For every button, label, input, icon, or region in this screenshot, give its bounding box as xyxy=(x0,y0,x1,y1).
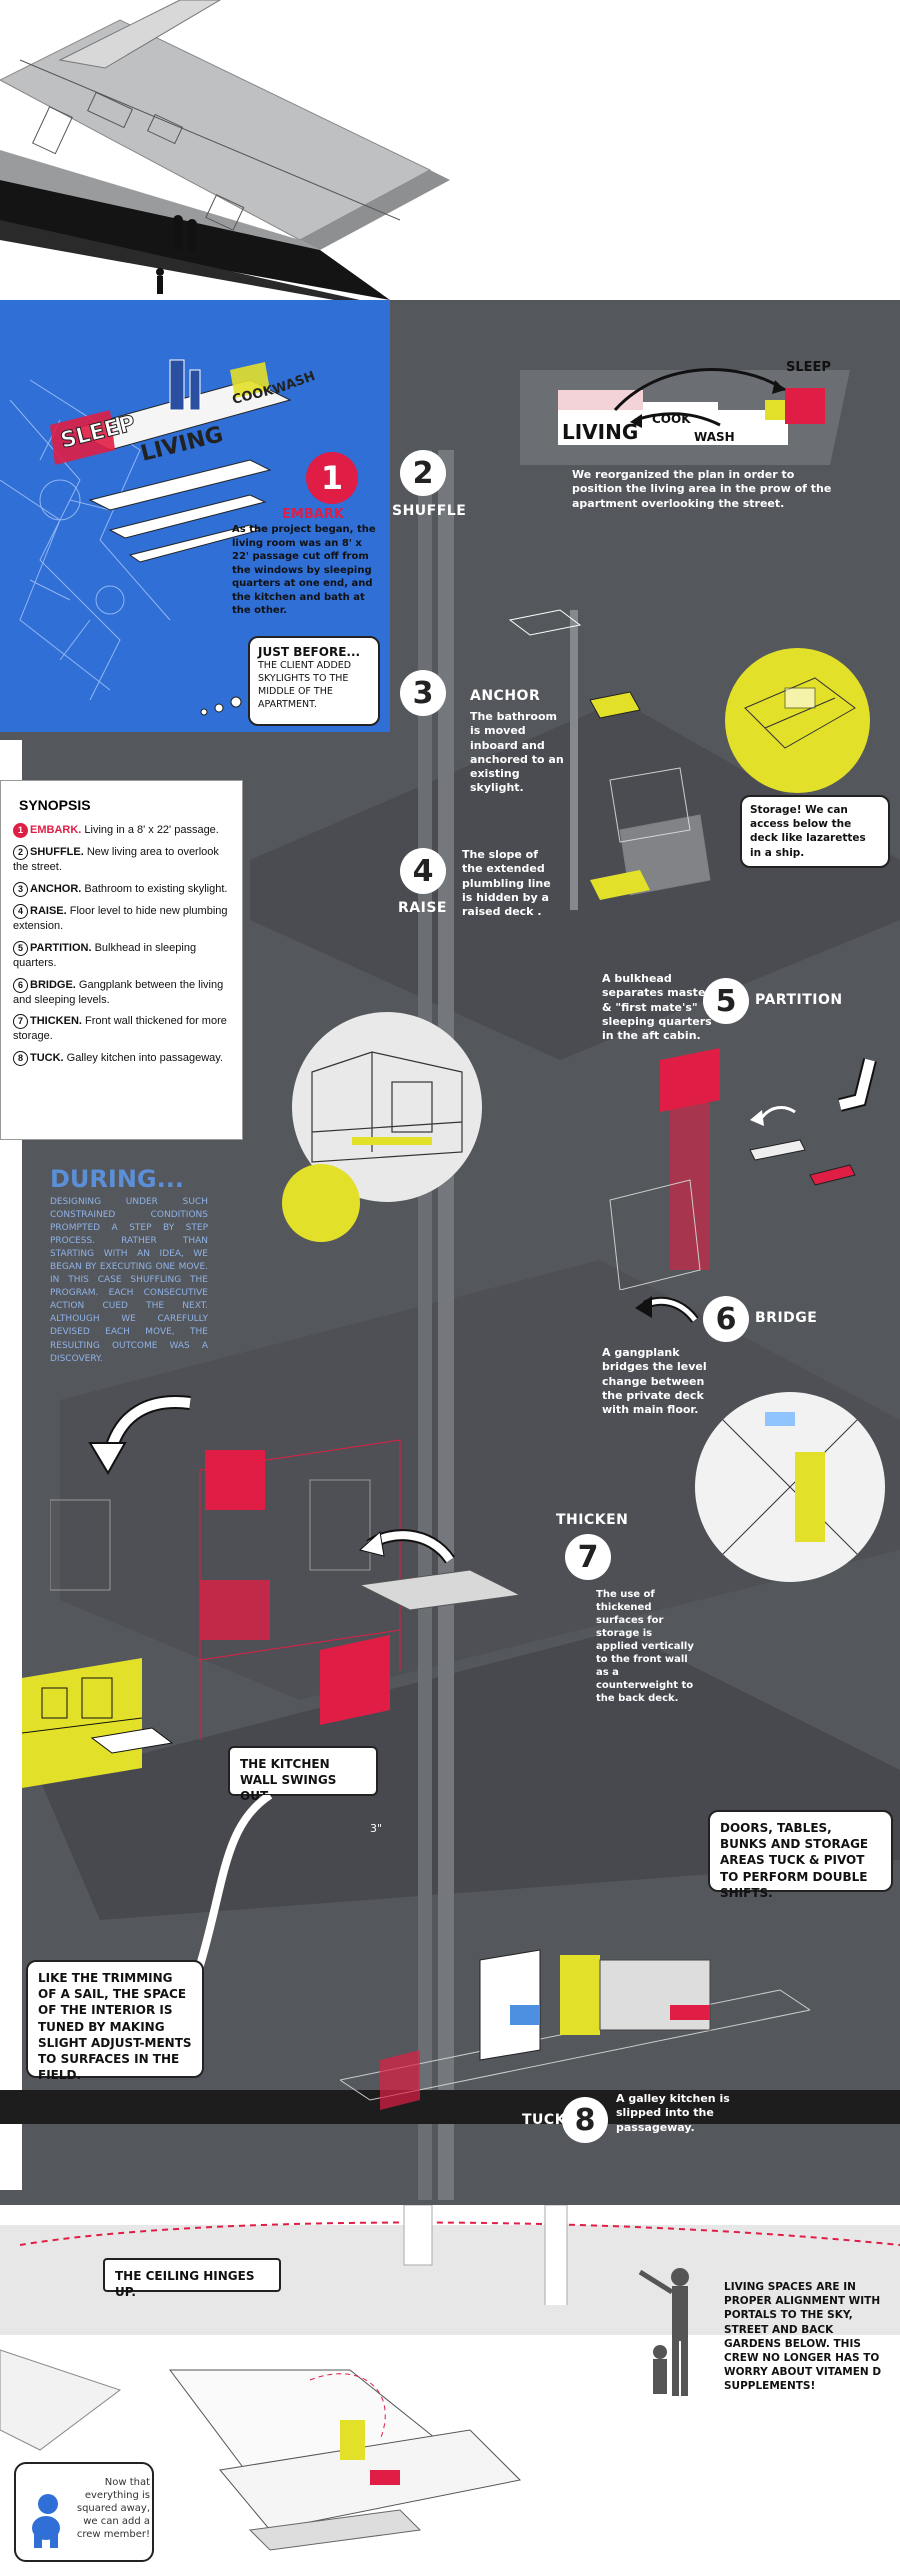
synopsis-item-number: 7 xyxy=(13,1014,28,1030)
interior-sketch-circle xyxy=(292,1012,482,1202)
synopsis-item-number: 8 xyxy=(13,1051,28,1067)
just-before-title: JUST BEFORE... xyxy=(258,645,361,659)
partition-bulkhead-drawing xyxy=(609,1048,877,1290)
step-1-body: As the project began, the living room wa… xyxy=(232,524,376,616)
just-before-body: THE CLIENT ADDED SKYLIGHTS TO THE MIDDLE… xyxy=(258,660,352,710)
step-7-title: THICKEN xyxy=(556,1512,629,1528)
living-spaces-bubble: LIVING SPACES ARE IN PROPER ALIGNMENT WI… xyxy=(724,2281,882,2393)
during-curved-arrow xyxy=(88,1395,191,1475)
ceiling-hinge-arc xyxy=(19,2205,900,2305)
step-5-number: 5 xyxy=(703,978,749,1024)
bridge-arrow xyxy=(635,1296,699,1323)
synopsis-item-text: Gangplank between the living and sleepin… xyxy=(13,978,224,1006)
synopsis-item-text: New living area to overlook the street. xyxy=(13,846,219,873)
small-yellow-circle xyxy=(282,1164,360,1242)
baby-silhouette-icon xyxy=(32,2494,60,2548)
during-title: DURING... xyxy=(50,1165,184,1193)
synopsis-item-number: 6 xyxy=(13,977,28,993)
bottom-axonometric-drawing xyxy=(0,2349,522,2551)
step-7-body: The use of thickened surfaces for storag… xyxy=(596,1589,694,1704)
synopsis-item-keyword: THICKEN. xyxy=(30,1015,82,1028)
step-6-number: 6 xyxy=(703,1296,749,1342)
synopsis-item-text: Floor level to hide new plumbing extensi… xyxy=(13,904,228,932)
sail-bubble: LIKE THE TRIMMING OF A SAIL, THE SPACE O… xyxy=(26,1960,204,2082)
synopsis-item-number: 2 xyxy=(13,845,28,860)
step-4-body: The slope of the extended plumbling line… xyxy=(462,848,551,919)
thought-dots xyxy=(200,696,242,716)
step-6-title: BRIDGE xyxy=(755,1310,818,1326)
step-8-number: 8 xyxy=(562,2097,608,2143)
step-4-number: 4 xyxy=(400,848,446,894)
synopsis-item-text: Bulkhead in sleeping quarters. xyxy=(13,941,197,969)
synopsis-title: SYNOPSIS xyxy=(19,797,91,813)
thicken-wall-drawing xyxy=(50,1439,522,1740)
dimension-label: 3" xyxy=(370,1822,383,1835)
synopsis-item-number: 1 xyxy=(13,823,28,838)
crew-bubble: Now that everything is squared away, we … xyxy=(14,2462,154,2562)
synopsis-item-number: 4 xyxy=(13,903,28,919)
synopsis-item-keyword: SHUFFLE. xyxy=(30,846,84,858)
synopsis-item-text: Bathroom to existing skylight. xyxy=(81,882,228,895)
step-8-body: A galley kitchen is slipped into the pas… xyxy=(616,2092,730,2134)
kitchen-wall-bubble: THE KITCHEN WALL SWINGS OUT. xyxy=(228,1746,378,1803)
plan-label-cook-shuffle: COOK xyxy=(652,412,691,426)
step-3-title: ANCHOR xyxy=(470,688,541,704)
bridge-sketch xyxy=(714,1411,866,1563)
step-3-body: The bathroom is moved inboard and anchor… xyxy=(470,710,564,795)
step-2-number: 2 xyxy=(400,450,446,496)
step-5-body: A bulkhead separates master & "first mat… xyxy=(602,972,712,1043)
step-1-title: EMBARK xyxy=(282,507,344,522)
embark-plan-stack xyxy=(50,359,292,563)
yellow-kitchen-wall-drawing xyxy=(22,1658,174,1788)
interior-sketch xyxy=(311,1051,463,1163)
plan-label-wash-shuffle: WASH xyxy=(694,430,735,444)
step-6-body: A gangplank bridges the level change bet… xyxy=(602,1346,707,1417)
shuffle-plan-diagram xyxy=(520,368,850,465)
synopsis-item-text: Front wall thickened for more storage. xyxy=(13,1015,227,1043)
step-2-title: SHUFFLE xyxy=(392,503,467,519)
family-silhouette xyxy=(638,2268,689,2396)
ceiling-bubble: THE CEILING HINGES UP. xyxy=(103,2258,281,2299)
step-7-number: 7 xyxy=(565,1534,611,1580)
synopsis-item-keyword: BRIDGE. xyxy=(30,978,76,991)
step-2-body: We reorganized the plan in order to posi… xyxy=(572,468,832,510)
bridge-sketch-circle xyxy=(695,1392,885,1582)
plan-label-sleep-shuffle: SLEEP xyxy=(786,360,831,375)
synopsis-item-text: Living in a 8' x 22' passage. xyxy=(81,824,219,836)
step-5-title: PARTITION xyxy=(755,992,843,1008)
during-body: DESIGNING UNDER SUCH CONSTRAINED CONDITI… xyxy=(50,1197,208,1364)
anchor-bathroom-drawing xyxy=(508,609,711,910)
synopsis-item-text: Galley kitchen into passageway. xyxy=(63,1052,223,1065)
step-3-number: 3 xyxy=(400,670,446,716)
synopsis-item-keyword: EMBARK. xyxy=(30,824,82,836)
plan-label-living-shuffle: LIVING xyxy=(562,420,639,444)
synopsis-item-keyword: TUCK. xyxy=(30,1052,64,1065)
tuck-galley-drawing xyxy=(340,1949,810,2110)
synopsis-item-keyword: PARTITION. xyxy=(30,941,92,954)
step-1-number: 1 xyxy=(306,452,358,504)
just-before-bubble: JUST BEFORE... THE CLIENT ADDED SKYLIGHT… xyxy=(248,636,380,726)
doors-bubble: DOORS, TABLES, BUNKS AND STORAGE AREAS T… xyxy=(708,1810,893,1900)
roof-axonometric-drawing xyxy=(0,0,450,310)
storage-yellow-circle xyxy=(725,648,870,793)
crew-text: Now that everything is squared away, we … xyxy=(76,2477,150,2540)
storage-sketch xyxy=(744,677,856,749)
storage-bubble: Storage! We can access below the deck li… xyxy=(740,795,890,868)
synopsis-item-keyword: RAISE. xyxy=(30,904,67,917)
synopsis-item-keyword: ANCHOR. xyxy=(30,882,82,895)
step-8-title: TUCK xyxy=(522,2112,567,2128)
synopsis-item-number: 3 xyxy=(13,881,28,897)
step-4-title: RAISE xyxy=(398,900,447,916)
synopsis-item-number: 5 xyxy=(13,940,28,956)
